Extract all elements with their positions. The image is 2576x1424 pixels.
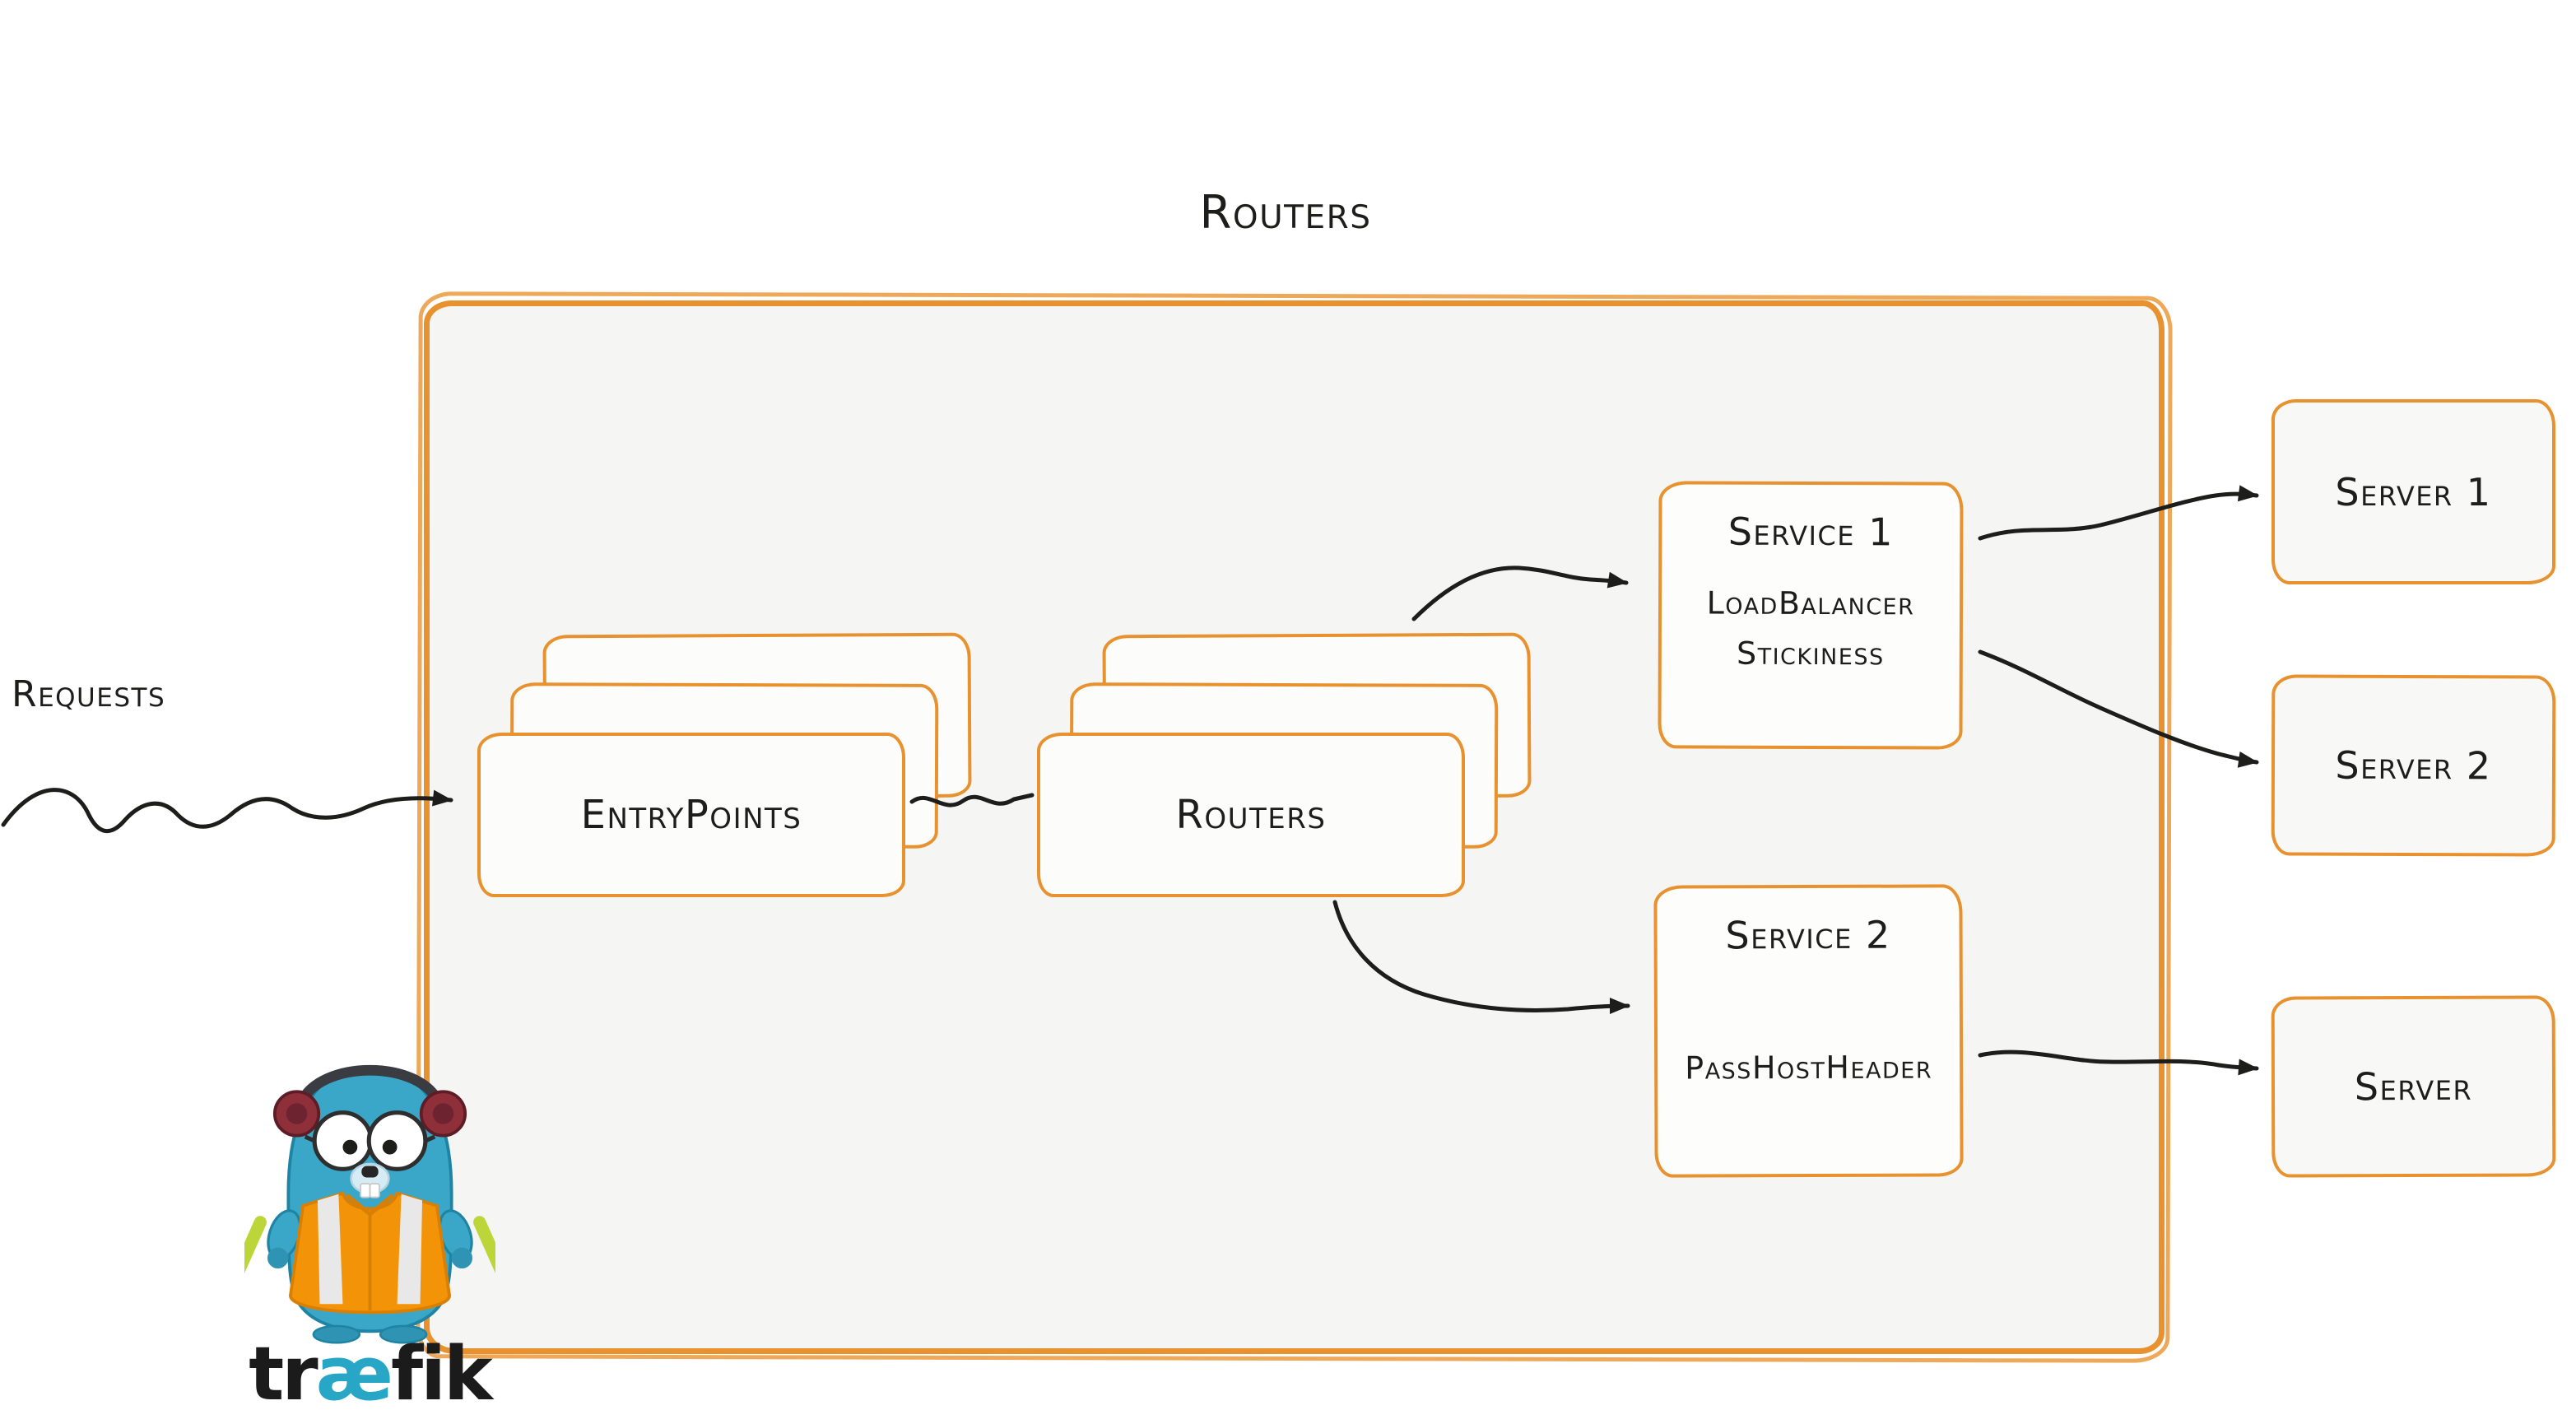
entrypoints-stack: EntryPoints xyxy=(477,632,972,897)
traefik-gopher-icon xyxy=(244,1064,495,1344)
arrow-requests-to-entrypoints xyxy=(1,788,453,834)
headphones-band-icon xyxy=(295,1064,444,1106)
vest-stripe-right xyxy=(397,1194,422,1305)
server1-label: Server 1 xyxy=(2335,469,2492,514)
service1-features: LoadBalancer Stickiness xyxy=(1706,579,1915,679)
diagram-title: Routers xyxy=(1199,186,1372,240)
gopher-nose xyxy=(360,1166,379,1178)
server2-box: Server 2 xyxy=(2271,674,2556,857)
service1-feature-stickiness: Stickiness xyxy=(1736,635,1885,672)
gopher-eye-right xyxy=(366,1110,427,1171)
routers-label: Routers xyxy=(1175,792,1327,838)
service2-feature-passhostheader: PassHostHeader xyxy=(1685,1049,1933,1087)
gopher-tooth-right xyxy=(369,1183,380,1198)
wordmark-prefix: tr xyxy=(249,1330,318,1417)
server-label: Server xyxy=(2354,1063,2473,1110)
requests-label: Requests xyxy=(12,673,166,715)
service1-title: Service 1 xyxy=(1727,509,1895,555)
server2-label: Server 2 xyxy=(2335,742,2492,789)
traefik-logo: træfik xyxy=(234,1040,505,1412)
entrypoints-label: EntryPoints xyxy=(580,792,802,838)
routers-card-front: Routers xyxy=(1037,733,1465,897)
wordmark-suffix: fik xyxy=(390,1330,493,1417)
gopher-pupil-right xyxy=(382,1139,398,1155)
service2-title: Service 2 xyxy=(1725,912,1891,958)
entrypoints-card-front: EntryPoints xyxy=(477,733,905,897)
service2-features: PassHostHeader xyxy=(1685,1042,1932,1093)
gopher-foot-right xyxy=(379,1324,427,1344)
wordmark-ae: æ xyxy=(315,1330,393,1417)
gopher-hand-left xyxy=(267,1247,288,1269)
routers-stack: Routers xyxy=(1037,632,1532,897)
gopher-hand-right xyxy=(451,1247,472,1269)
gopher-pupil-left xyxy=(342,1139,357,1155)
service1-box: Service 1 LoadBalancer Stickiness xyxy=(1658,481,1964,750)
vest-stripe-left xyxy=(317,1194,342,1305)
headphone-cup-right-inner xyxy=(432,1103,453,1124)
traefik-wordmark: træfik xyxy=(234,1337,505,1412)
gopher-foot-left xyxy=(312,1324,360,1344)
server-box: Server xyxy=(2271,995,2556,1178)
glow-stick-left-icon xyxy=(244,1216,267,1292)
glasses-temples xyxy=(304,1134,435,1143)
gopher-eye-left xyxy=(312,1110,373,1171)
gopher-tooth-left xyxy=(359,1183,370,1198)
vest-collar xyxy=(345,1194,394,1217)
service1-feature-loadbalancer: LoadBalancer xyxy=(1706,584,1915,622)
service2-box: Service 2 PassHostHeader xyxy=(1653,884,1964,1178)
server1-box: Server 1 xyxy=(2271,399,2555,584)
headphone-cup-left-inner xyxy=(286,1103,307,1124)
glow-stick-right-icon xyxy=(472,1216,495,1292)
